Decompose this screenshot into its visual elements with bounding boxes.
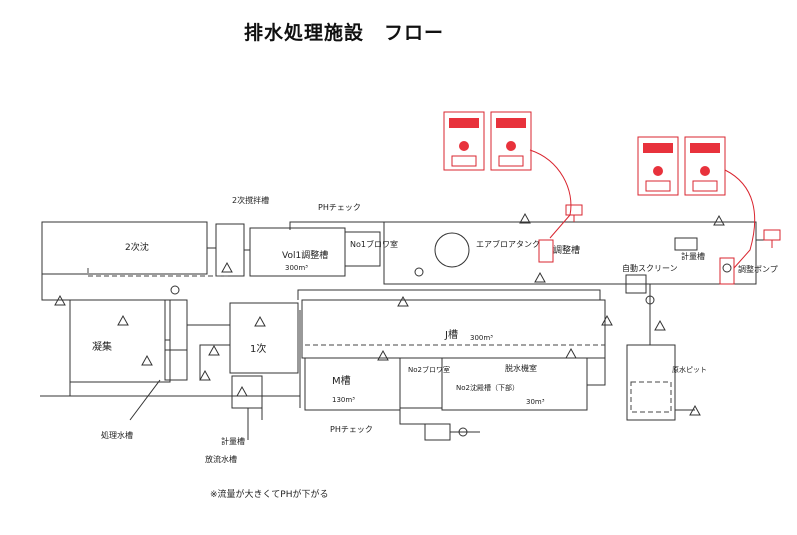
j-tank: [301, 299, 606, 359]
valve-icon: [645, 295, 655, 305]
keiryou-lower-box: [231, 375, 263, 409]
pump-icon: [763, 229, 781, 248]
marker-12: [117, 314, 129, 326]
air-blower-tank: [434, 232, 470, 268]
marker-2: [654, 319, 666, 331]
genpit-inner: [630, 381, 672, 413]
control-panel-icon: [637, 136, 679, 196]
mix-box: [164, 299, 188, 351]
marker-9: [397, 295, 409, 307]
marker-11: [208, 344, 220, 356]
ph-check-top-label: PHチェック: [318, 203, 361, 212]
marker-3: [689, 404, 701, 416]
marker-5: [534, 271, 546, 283]
note-label: ※流量が大きくてPHが下がる: [210, 488, 328, 500]
lower-grid-box: [424, 423, 451, 441]
niji-chinden-label: 2次沈: [125, 241, 149, 253]
jido-screen-box: [625, 274, 647, 294]
m-tank-label: M槽: [332, 374, 351, 387]
marker-8: [377, 349, 389, 361]
volt-m3-label: 300m³: [285, 264, 308, 272]
choseisou-tank: [383, 221, 757, 285]
choseisou-label: 調整槽: [553, 244, 580, 256]
jido-screen-label: 自動スクリーン: [622, 263, 678, 273]
marker-17: [221, 261, 233, 273]
no1-blower-room: [344, 231, 381, 267]
valve-icon: [722, 263, 732, 273]
gyoshu-tank: [69, 299, 171, 383]
no2-m3-label: 30m³: [526, 398, 545, 406]
ichiji-tank: [229, 302, 299, 374]
no2-chinden-label: No2沈殿槽（下部）: [456, 383, 519, 392]
j-m3-label: 300m³: [470, 334, 493, 342]
red-highlight-choseisou: [538, 239, 554, 263]
marker-15: [236, 385, 248, 397]
marker-13: [141, 354, 153, 366]
no2-blower-label: No2ブロワ室: [408, 365, 450, 374]
hou-sui-label: 放流水槽: [205, 454, 237, 464]
genpit-label: 原水ピット: [672, 365, 707, 374]
keiryou-label: 計量槽: [681, 251, 705, 261]
marker-7: [519, 212, 531, 224]
shori-label: 処理水槽: [101, 430, 133, 440]
marker-6: [601, 314, 613, 326]
control-panel-icon: [443, 111, 485, 171]
jiryou-label: 計量槽: [221, 436, 245, 446]
genpit-tank: [626, 344, 676, 421]
marker-1: [54, 294, 66, 306]
marker-16: [565, 347, 577, 359]
marker-14: [199, 369, 211, 381]
marker-4: [713, 214, 725, 226]
gyoshu-label: 凝集: [92, 340, 112, 353]
j-tank-label: J槽: [444, 328, 458, 341]
control-panel-icon: [684, 136, 726, 196]
pump-icon: [565, 204, 583, 222]
dasui-room: [441, 357, 588, 411]
keiryou-box: [674, 237, 698, 251]
niji-sankaku-label: 2次撹拌槽: [232, 195, 269, 205]
m-m3-label: 130m³: [332, 396, 355, 404]
diagram-title: 排水処理施設 フロー: [244, 22, 445, 44]
ichiji-label: 1次: [250, 342, 266, 355]
dasui-label: 脱水機室: [505, 363, 537, 373]
red-highlight-pump: [719, 257, 735, 285]
marker-10: [254, 315, 266, 327]
no1-blower-label: No1ブロワ室: [350, 239, 398, 249]
valve-icon: [458, 427, 468, 437]
valve-icon: [414, 267, 424, 277]
volt-tank-label: Vol1調整槽: [282, 249, 328, 261]
shori-box: [164, 349, 188, 381]
valve-icon: [170, 285, 180, 295]
ai-screen-label: エアブロアタンク: [476, 239, 540, 249]
control-panel-icon: [490, 111, 532, 171]
choseipump-label: 調整ポンプ: [738, 264, 778, 274]
ph-check-bottom-label: PHチェック: [330, 425, 373, 434]
